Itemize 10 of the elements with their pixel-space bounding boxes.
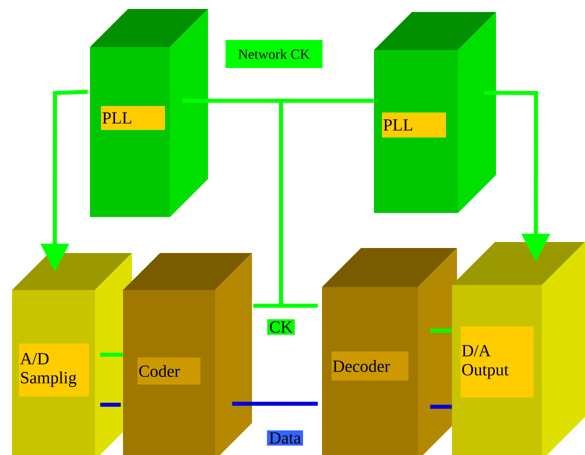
connector [253,304,318,308]
connector [100,402,121,407]
connector [100,352,123,357]
connector [430,328,452,333]
edge-label: Data [266,430,304,446]
connector [182,98,374,103]
connector [232,402,318,406]
connector [430,404,452,409]
edge-label: CK [267,319,295,335]
signal-label: Network CK [226,40,322,68]
